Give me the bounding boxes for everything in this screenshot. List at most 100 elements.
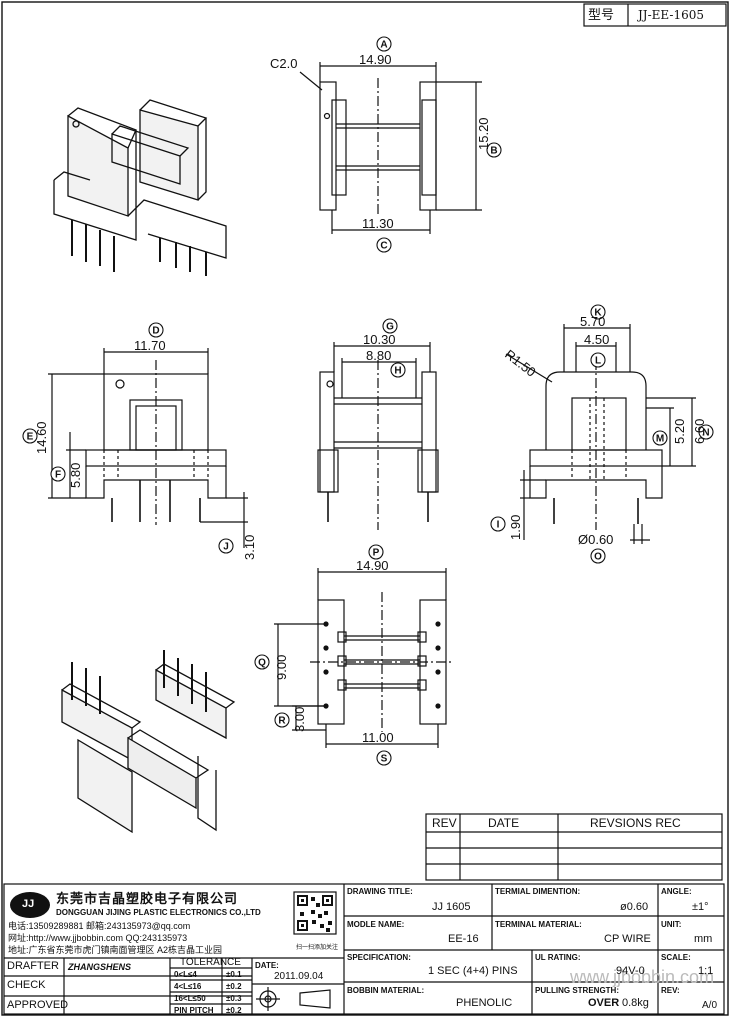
spec-label: SPECIFICATION: — [347, 953, 411, 962]
dim-C2: C2.0 — [270, 56, 297, 71]
circle-label-m — [652, 430, 668, 446]
circle-label-e — [22, 428, 38, 444]
circle-label-text-h: H — [394, 366, 401, 377]
circle-label-n — [698, 424, 714, 440]
circle-label-h — [390, 362, 406, 378]
iso-view-top — [53, 99, 227, 276]
circle-label-j — [218, 538, 234, 554]
check-label: CHECK — [7, 979, 46, 991]
scale: 1:1 — [698, 965, 714, 977]
circle-label-text-l: L — [595, 356, 601, 367]
circle-label-text-g: G — [386, 322, 394, 333]
circle-label-text-a: A — [380, 40, 387, 51]
circle-label-text-c: C — [380, 241, 387, 252]
revisions-header: REVSIONS REC — [590, 816, 681, 830]
dim-C: 11.30 — [362, 216, 394, 231]
tolerance-range: 4<L≤16 — [174, 982, 202, 991]
iso-view-bottom — [61, 650, 236, 834]
dim-F: 5.80 — [68, 463, 83, 488]
circle-label-a — [376, 36, 392, 52]
circle-label-f — [50, 466, 66, 482]
date-value: 2011.09.04 — [274, 971, 324, 982]
circle-label-p — [368, 544, 384, 560]
drafter-label: DRAFTER — [7, 960, 59, 972]
company-name-cn: 东莞市吉晶塑胶电子有限公司 — [56, 891, 239, 906]
logo-text: JJ — [22, 898, 35, 910]
circle-label-c — [376, 237, 392, 253]
revision-table-grid — [425, 813, 723, 881]
rev-value: A/0 — [702, 1000, 718, 1011]
tolerance-value: ±0.1 — [226, 970, 242, 979]
scale-label: SCALE: — [661, 953, 691, 962]
side-view — [317, 342, 439, 530]
company-web: 网址:http://www.jjbobbin.com QQ:243135973 — [8, 933, 188, 943]
unit-label: UNIT: — [661, 920, 682, 929]
circle-label-text-k: K — [594, 308, 602, 319]
circle-label-r — [274, 712, 290, 728]
dim-R: R1.50 — [502, 347, 539, 380]
model-value: JJ-EE-1605 — [638, 8, 705, 22]
circle-label-text-o: O — [594, 552, 602, 563]
dim-H: 8.80 — [366, 348, 391, 363]
circle-label-text-b: B — [490, 146, 497, 157]
unit: mm — [694, 933, 713, 945]
pulling-strength: 0.8kg — [622, 997, 649, 1009]
ul-label: UL RATING: — [535, 953, 581, 962]
tolerance-value: ±0.2 — [226, 982, 242, 991]
circle-label-g — [382, 318, 398, 334]
top-view — [299, 62, 482, 234]
dim-Rr: 3.00 — [292, 707, 307, 732]
angle: ±1° — [692, 901, 709, 913]
logo-icon — [10, 892, 50, 918]
dim-S: 11.00 — [362, 730, 394, 745]
bobbin-material: PHENOLIC — [456, 997, 513, 1009]
dim-I: 1.90 — [508, 515, 523, 540]
module-label: MODLE NAME: — [347, 920, 405, 929]
circle-label-text-r: R — [278, 716, 286, 727]
tolerance-range: 0<L≤4 — [174, 970, 197, 979]
date-label: DATE: — [255, 961, 279, 970]
dim-B: 15.20 — [476, 117, 491, 150]
circle-label-q — [254, 654, 270, 670]
circle-label-b — [486, 142, 502, 158]
tolerance-range: 16<L≤50 — [174, 994, 206, 1003]
circle-label-text-s: S — [381, 754, 388, 765]
circle-label-text-i: I — [497, 520, 500, 531]
right-view — [505, 324, 696, 544]
company-phone: 电话:13509289881 邮箱:243135973@qq.com — [8, 921, 191, 931]
tolerance-value: ±0.3 — [226, 994, 242, 1003]
circle-label-i — [490, 516, 506, 532]
pulling-label: PULLING STRENGTH: — [535, 986, 619, 995]
circle-label-text-d: D — [152, 326, 159, 337]
dim-G: 10.30 — [363, 332, 396, 347]
qr-caption: 扫一扫添加关注 — [296, 945, 339, 951]
circle-label-o — [590, 548, 606, 564]
model-label: 型号 — [588, 7, 615, 22]
spec: 1 SEC (4+4) PINS — [428, 965, 518, 977]
rev-label: REV: — [661, 986, 680, 995]
pulling-over: OVER — [588, 997, 620, 1009]
front-view — [48, 348, 248, 548]
terminal-mat-label: TERMINAL MATERIAL: — [495, 920, 582, 929]
dim-K: 5.70 — [580, 314, 605, 329]
circle-label-text-n: N — [702, 428, 709, 439]
dim-P: 14.90 — [356, 558, 389, 573]
circle-label-text-j: J — [223, 542, 229, 553]
circle-label-text-p: P — [373, 548, 380, 559]
circle-label-text-q: Q — [258, 658, 266, 669]
terminal-dim: ø0.60 — [620, 901, 649, 913]
dim-Q: 9.00 — [274, 655, 289, 680]
company-name-en: DONGGUAN JIJING PLASTIC ELECTRONICS CO.,… — [56, 908, 261, 917]
title-block-grid — [3, 883, 725, 1015]
angle-label: ANGLE: — [661, 887, 692, 896]
module: EE-16 — [448, 933, 479, 945]
approved-label: APPROVED — [7, 999, 69, 1011]
circle-label-text-f: F — [55, 470, 61, 481]
dim-D: 11.70 — [134, 338, 166, 353]
bobbin-label: BOBBIN MATERIAL: — [347, 986, 425, 995]
terminal-mat: CP WIRE — [604, 933, 651, 945]
dim-J: 3.10 — [242, 535, 257, 560]
company-address: 地址:广东省东莞市虎门镇南面管理区 A2栋吉晶工业园 — [8, 945, 223, 955]
